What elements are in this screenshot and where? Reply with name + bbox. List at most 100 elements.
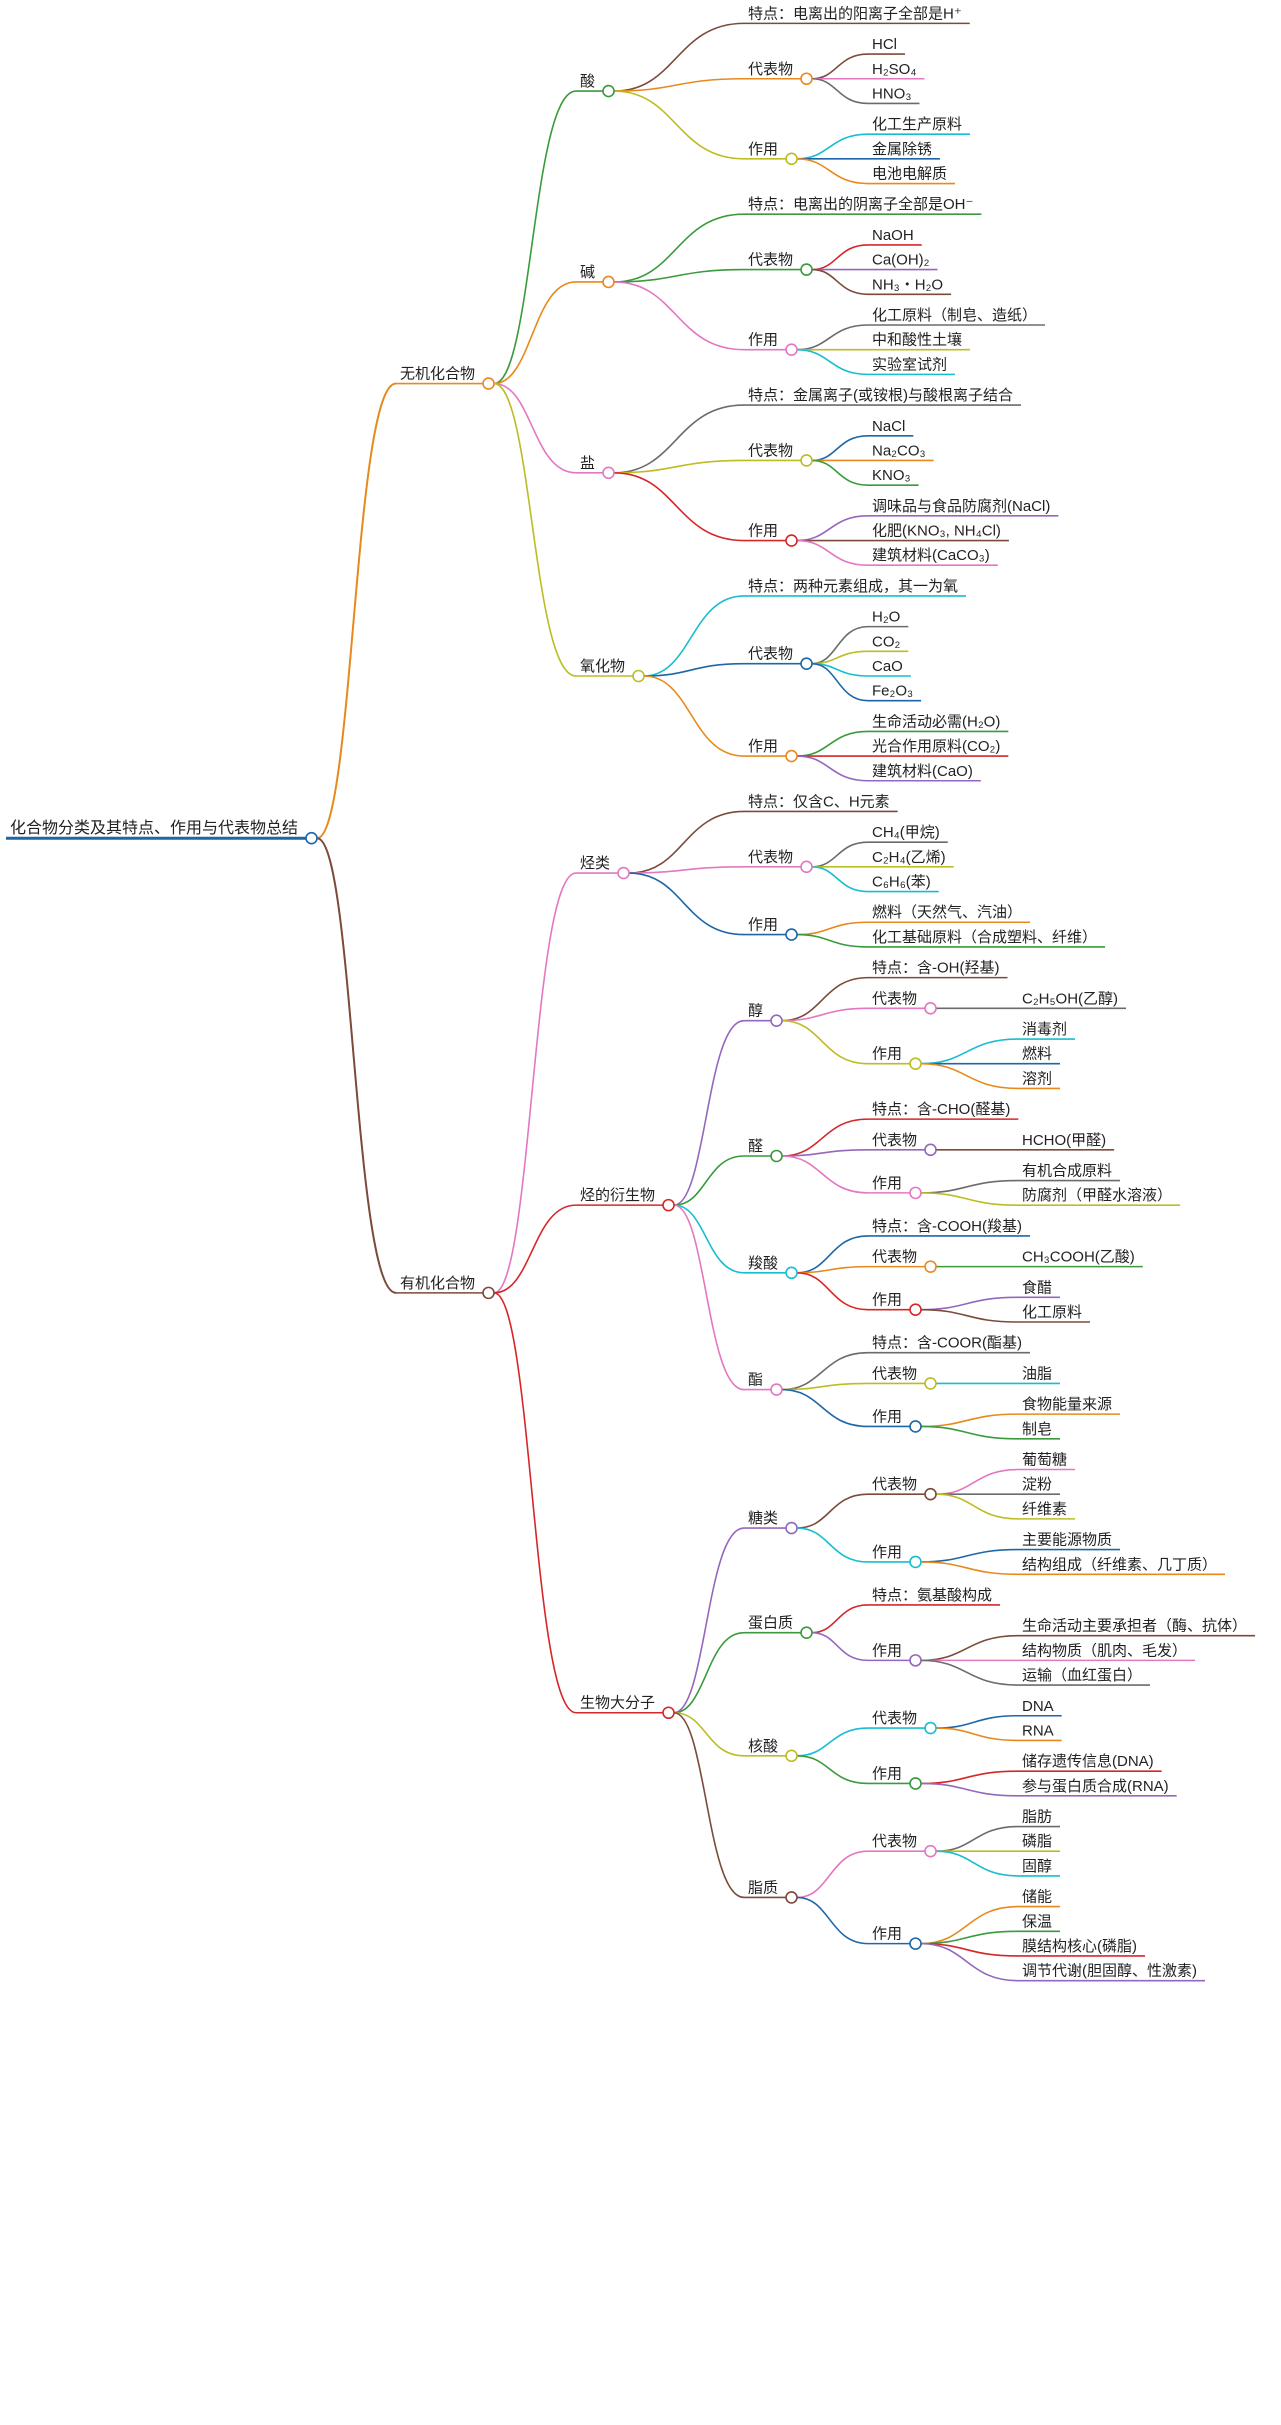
node-naoh[interactable]: NaOH — [872, 227, 914, 244]
node-代表物[interactable]: 代表物 — [748, 252, 793, 269]
collapse-toggle-icon[interactable] — [662, 1198, 675, 1212]
node-hcho-甲醛[interactable]: HCHO(甲醛) — [1022, 1132, 1106, 1149]
node-hno[interactable]: HNO₃ — [872, 85, 911, 102]
node-盐[interactable]: 盐 — [580, 455, 595, 472]
collapse-toggle-icon[interactable] — [800, 860, 813, 874]
node-h-o[interactable]: H₂O — [872, 609, 900, 626]
node-特点-金属离子-或铵根-与酸根离子结合[interactable]: 特点：金属离子(或铵根)与酸根离子结合 — [748, 387, 1013, 404]
collapse-toggle-icon[interactable] — [924, 1844, 937, 1858]
collapse-toggle-icon[interactable] — [924, 1002, 937, 1015]
node-特点-含-oh-羟基[interactable]: 特点：含-OH(羟基) — [872, 960, 1000, 977]
node-运输-血红蛋白[interactable]: 运输（血红蛋白） — [1022, 1667, 1142, 1684]
collapse-toggle-icon[interactable] — [785, 152, 798, 166]
node-c-h-乙烯[interactable]: C₂H₄(乙烯) — [872, 849, 946, 866]
collapse-toggle-icon[interactable] — [909, 1303, 922, 1316]
node-葡萄糖[interactable]: 葡萄糖 — [1022, 1452, 1067, 1469]
collapse-toggle-icon[interactable] — [785, 534, 798, 547]
collapse-toggle-icon[interactable] — [909, 1555, 922, 1569]
node-建筑材料-cao[interactable]: 建筑材料(CaO) — [872, 763, 973, 780]
node-作用[interactable]: 作用 — [872, 1642, 902, 1659]
collapse-toggle-icon[interactable] — [602, 466, 615, 480]
node-氧化物[interactable]: 氧化物 — [580, 658, 625, 675]
node-c-h-苯[interactable]: C₆H₆(苯) — [872, 874, 931, 891]
node-dna[interactable]: DNA — [1022, 1698, 1054, 1715]
node-调节代谢-胆固醇-性激素[interactable]: 调节代谢(胆固醇、性激素) — [1022, 1963, 1197, 1980]
collapse-toggle-icon[interactable] — [909, 1057, 922, 1071]
collapse-toggle-icon[interactable] — [800, 263, 813, 276]
node-制皂[interactable]: 制皂 — [1022, 1421, 1052, 1438]
collapse-toggle-icon[interactable] — [602, 275, 615, 289]
node-无机化合物[interactable]: 无机化合物 — [400, 366, 475, 383]
node-代表物[interactable]: 代表物 — [748, 442, 793, 459]
node-特点-两种元素组成-其一为氧[interactable]: 特点：两种元素组成，其一为氧 — [748, 578, 958, 595]
node-作用[interactable]: 作用 — [872, 1175, 902, 1192]
node-作用[interactable]: 作用 — [748, 332, 778, 349]
node-特点-电离出的阴离子全部是oh[interactable]: 特点：电离出的阴离子全部是OH⁻ — [748, 195, 973, 213]
node-co[interactable]: CO₂ — [872, 633, 901, 650]
collapse-toggle-icon[interactable] — [662, 1706, 675, 1720]
node-金属除锈[interactable]: 金属除锈 — [872, 141, 932, 158]
node-代表物[interactable]: 代表物 — [872, 1132, 917, 1149]
collapse-toggle-icon[interactable] — [770, 1149, 783, 1163]
collapse-toggle-icon[interactable] — [770, 1014, 783, 1027]
node-代表物[interactable]: 代表物 — [872, 1249, 917, 1266]
node-c-h-oh-乙醇[interactable]: C₂H₅OH(乙醇) — [1022, 990, 1118, 1007]
node-脂肪[interactable]: 脂肪 — [1022, 1809, 1052, 1826]
node-食物能量来源[interactable]: 食物能量来源 — [1022, 1396, 1112, 1413]
node-结构物质-肌肉-毛发[interactable]: 结构物质（肌肉、毛发） — [1022, 1642, 1187, 1659]
collapse-toggle-icon[interactable] — [909, 1420, 922, 1433]
node-结构组成-纤维素-几丁质[interactable]: 结构组成（纤维素、几丁质） — [1022, 1556, 1217, 1573]
collapse-toggle-icon[interactable] — [800, 657, 813, 670]
collapse-toggle-icon[interactable] — [482, 1286, 495, 1300]
node-碱[interactable]: 碱 — [580, 264, 595, 281]
node-淀粉[interactable]: 淀粉 — [1022, 1476, 1052, 1493]
node-纤维素[interactable]: 纤维素 — [1022, 1501, 1067, 1518]
node-作用[interactable]: 作用 — [872, 1926, 902, 1943]
node-化工基础原料-合成塑料-纤维[interactable]: 化工基础原料（合成塑料、纤维） — [872, 929, 1097, 946]
node-烃的衍生物[interactable]: 烃的衍生物 — [580, 1187, 655, 1204]
collapse-toggle-icon[interactable] — [800, 72, 813, 86]
node-生命活动必需-h-o[interactable]: 生命活动必需(H₂O) — [872, 712, 1000, 730]
node-建筑材料-caco[interactable]: 建筑材料(CaCO₃) — [872, 547, 990, 564]
node-保温[interactable]: 保温 — [1022, 1913, 1052, 1930]
node-食醋[interactable]: 食醋 — [1022, 1279, 1052, 1296]
collapse-toggle-icon[interactable] — [785, 343, 798, 356]
node-储存遗传信息-dna[interactable]: 储存遗传信息(DNA) — [1022, 1753, 1154, 1770]
node-作用[interactable]: 作用 — [748, 141, 778, 158]
node-特点-含-coor-酯基[interactable]: 特点：含-COOR(酯基) — [872, 1335, 1022, 1352]
node-代表物[interactable]: 代表物 — [872, 1833, 917, 1850]
collapse-toggle-icon[interactable] — [924, 1143, 937, 1157]
node-酸[interactable]: 酸 — [580, 73, 595, 90]
node-消毒剂[interactable]: 消毒剂 — [1022, 1021, 1067, 1038]
node-特点-含-cho-醛基[interactable]: 特点：含-CHO(醛基) — [872, 1101, 1010, 1118]
collapse-toggle-icon[interactable] — [785, 1891, 798, 1904]
node-固醇[interactable]: 固醇 — [1022, 1858, 1052, 1875]
node-膜结构核心-磷脂[interactable]: 膜结构核心(磷脂) — [1022, 1938, 1137, 1955]
node-蛋白质[interactable]: 蛋白质 — [748, 1615, 793, 1632]
node-特点-仅含c-h元素[interactable]: 特点：仅含C、H元素 — [748, 793, 890, 810]
node-代表物[interactable]: 代表物 — [872, 1710, 917, 1727]
node-nh-h-o[interactable]: NH₃・H₂O — [872, 276, 943, 293]
collapse-toggle-icon[interactable] — [602, 84, 615, 98]
node-nacl[interactable]: NaCl — [872, 418, 905, 435]
node-ch-甲烷[interactable]: CH₄(甲烷) — [872, 824, 940, 841]
node-防腐剂-甲醛水溶液[interactable]: 防腐剂（甲醛水溶液） — [1022, 1186, 1172, 1204]
node-电池电解质[interactable]: 电池电解质 — [872, 166, 947, 183]
node-特点-含-cooh-羧基[interactable]: 特点：含-COOH(羧基) — [872, 1217, 1022, 1235]
node-参与蛋白质合成-rna[interactable]: 参与蛋白质合成(RNA) — [1022, 1778, 1169, 1795]
collapse-toggle-icon[interactable] — [800, 1626, 813, 1639]
node-生物大分子[interactable]: 生物大分子 — [580, 1695, 655, 1712]
node-作用[interactable]: 作用 — [748, 523, 778, 540]
node-储能[interactable]: 储能 — [1022, 1889, 1052, 1906]
collapse-toggle-icon[interactable] — [800, 454, 813, 467]
node-醛[interactable]: 醛 — [748, 1138, 763, 1155]
collapse-toggle-icon[interactable] — [924, 1721, 937, 1735]
collapse-toggle-icon[interactable] — [785, 1266, 798, 1280]
node-kno[interactable]: KNO₃ — [872, 467, 911, 484]
collapse-toggle-icon[interactable] — [909, 1186, 922, 1200]
root-node-化合物分类及其特点-作用与代表物总结[interactable]: 化合物分类及其特点、作用与代表物总结 — [10, 819, 298, 837]
node-特点-电离出的阳离子全部是h[interactable]: 特点：电离出的阳离子全部是H⁺ — [748, 4, 962, 22]
collapse-toggle-icon[interactable] — [924, 1260, 937, 1273]
node-cao[interactable]: CaO — [872, 658, 903, 675]
collapse-toggle-icon[interactable] — [924, 1377, 937, 1390]
